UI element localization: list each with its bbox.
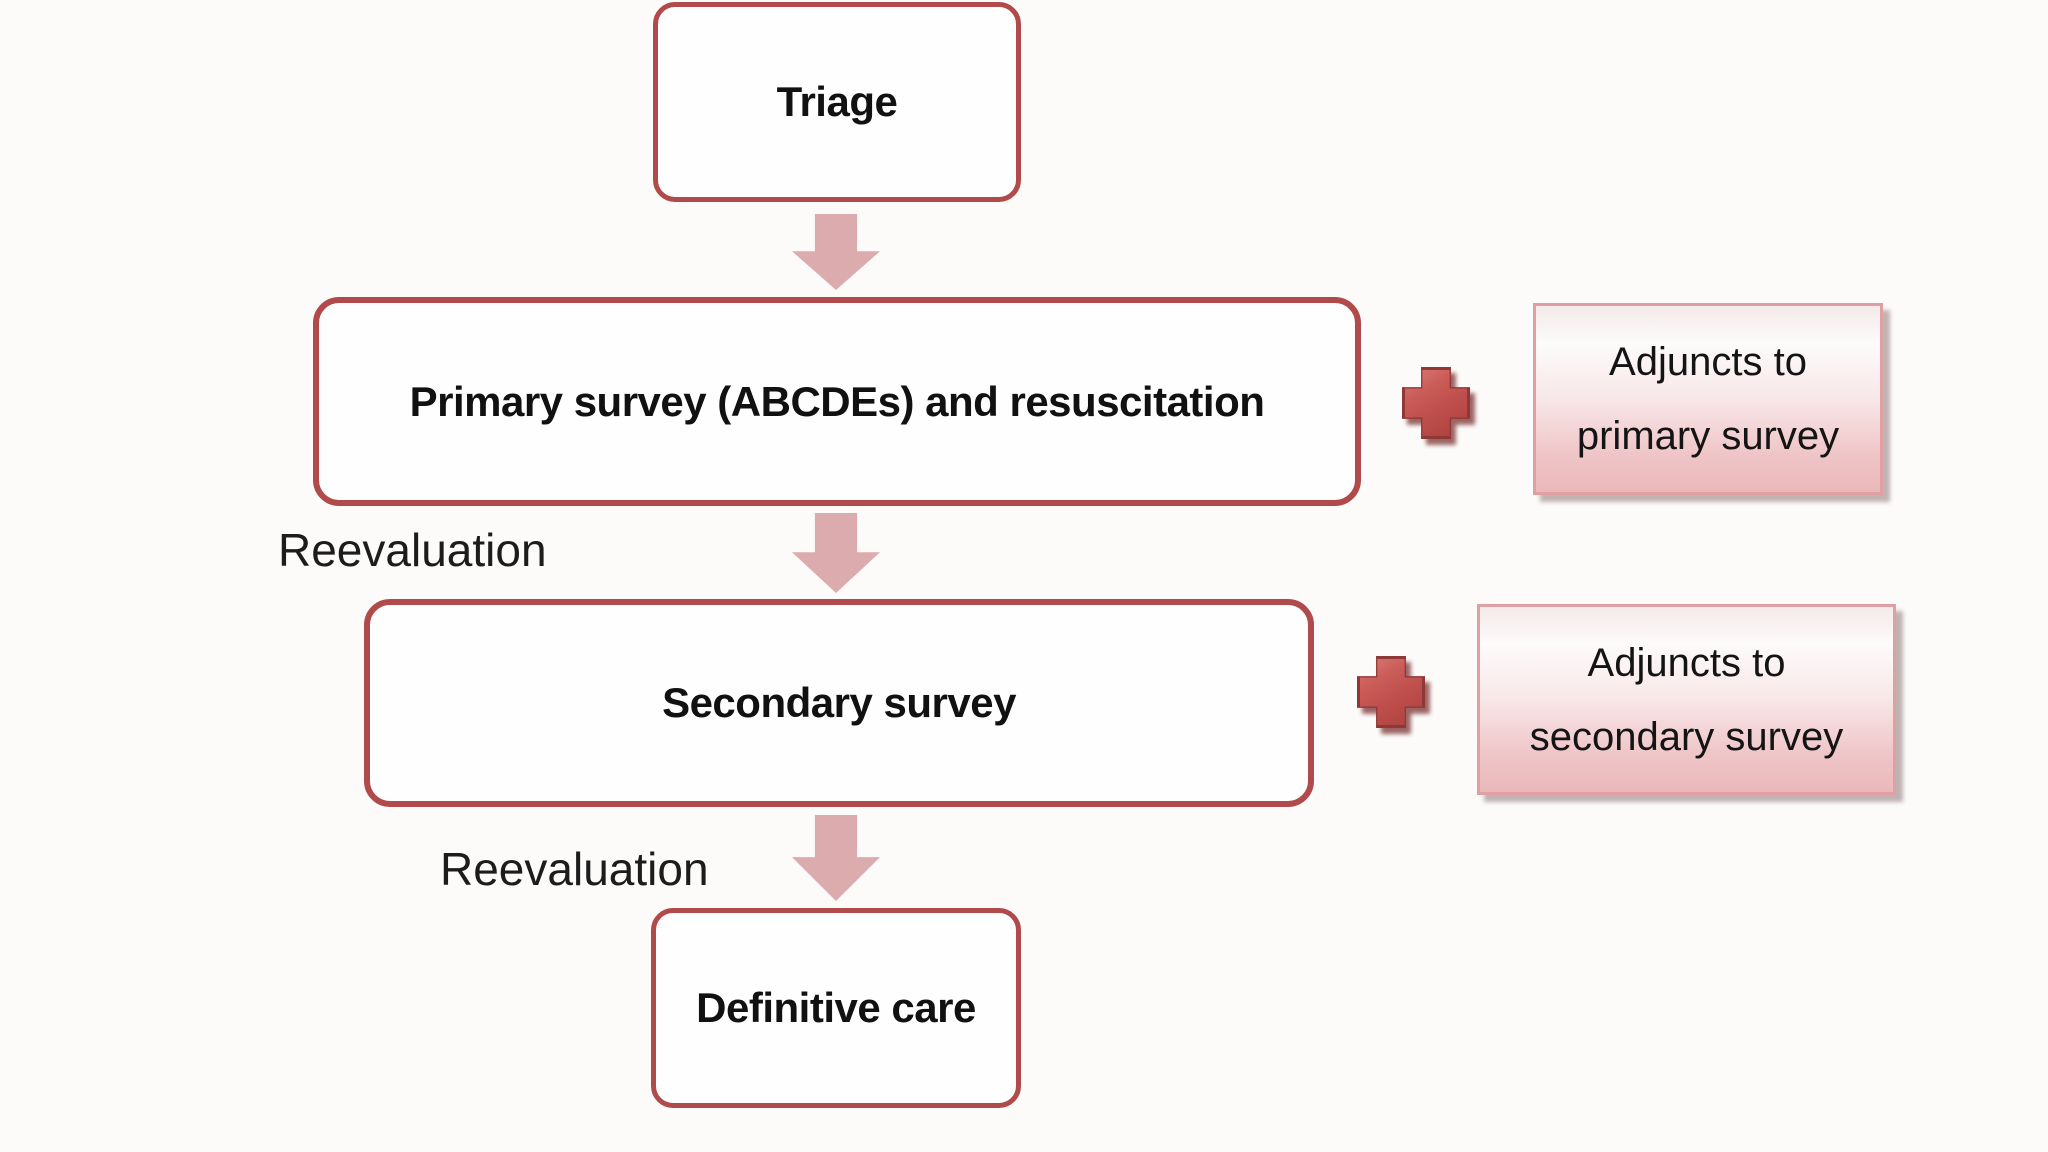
flowchart-box-primary-survey: Primary survey (ABCDEs) and resuscitatio… [313,297,1361,506]
adjuncts-secondary-line2: secondary survey [1529,714,1844,759]
down-arrow-icon [792,214,880,290]
plus-icon-fill [1360,659,1422,725]
flowchart-box-secondary-survey: Secondary survey [364,599,1314,807]
secondary-survey-label: Secondary survey [662,679,1016,726]
adjuncts-primary-line1: Adjuncts to [1609,340,1807,384]
reevaluation-label-secondary: Reevaluation [440,843,709,895]
adjuncts-primary-survey-box: Adjuncts to primary survey [1533,303,1883,495]
primary-survey-label: Primary survey (ABCDEs) and resuscitatio… [409,377,1265,425]
down-arrow-icon [792,513,880,593]
down-arrow-icon [792,815,880,901]
adjuncts-secondary-survey-box: Adjuncts to secondary survey [1477,604,1896,795]
adjuncts-primary-line2: primary survey [1576,414,1840,458]
plus-icon [1357,656,1425,728]
triage-label: Triage [776,78,898,125]
plus-icon-fill [1405,370,1467,436]
flowchart-box-definitive-care: Definitive care [651,908,1021,1108]
definitive-care-label: Definitive care [696,984,976,1031]
plus-icon [1402,367,1470,439]
adjuncts-secondary-line1: Adjuncts to [1587,640,1786,685]
reevaluation-label-primary: Reevaluation [278,524,547,576]
flowchart-box-triage: Triage [653,2,1021,202]
